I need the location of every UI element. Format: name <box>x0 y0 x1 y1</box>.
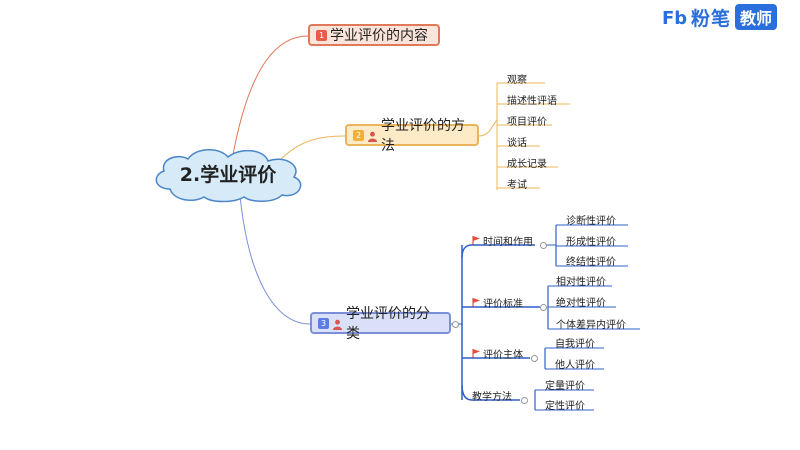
branch-label: 学业评价的分类 <box>346 306 430 342</box>
brand-logo: Fb 粉笔 教师 <box>662 4 778 30</box>
branch-content[interactable]: 1 学业评价的内容 <box>308 24 440 46</box>
connector-root-b1 <box>231 35 309 161</box>
leaf-item[interactable]: 谈话 <box>507 138 527 149</box>
leaf-item[interactable]: 自我评价 <box>555 339 595 350</box>
fb-logo-icon: Fb <box>662 6 688 28</box>
flag-icon <box>472 349 480 358</box>
subgroup-label: 评价标准 <box>483 299 523 310</box>
leaf-item[interactable]: 定量评价 <box>545 381 585 392</box>
branch-methods[interactable]: 2 学业评价的方法 <box>345 118 479 154</box>
collapse-toggle[interactable] <box>521 397 528 404</box>
branch-number-badge: 1 <box>316 29 327 41</box>
leaf-item[interactable]: 形成性评价 <box>566 237 616 248</box>
person-icon <box>332 318 343 330</box>
subgroup-label: 评价主体 <box>483 350 523 361</box>
subgroup-label: 时间和作用 <box>483 237 533 248</box>
subgroup-teaching-method[interactable]: 教学方法 <box>472 388 512 403</box>
leaf-item[interactable]: 诊断性评价 <box>566 216 616 227</box>
person-icon <box>367 130 378 142</box>
branch-classification[interactable]: 3 学业评价的分类 <box>310 306 451 342</box>
branch-label: 学业评价的方法 <box>381 118 465 154</box>
root-node[interactable]: 2.学业评价 <box>179 163 277 186</box>
branch-label: 学业评价的内容 <box>330 28 428 44</box>
leaf-item[interactable]: 考试 <box>507 180 527 191</box>
connector-root-b3 <box>239 195 311 325</box>
collapse-toggle[interactable] <box>540 304 547 311</box>
leaf-item[interactable]: 他人评价 <box>555 360 595 371</box>
branch-number-badge: 3 <box>318 317 329 329</box>
branch-number-badge: 2 <box>353 129 364 141</box>
connector-methods <box>478 119 498 137</box>
leaf-item[interactable]: 观察 <box>507 75 527 86</box>
subgroup-evaluation-subject[interactable]: 评价主体 <box>472 346 523 361</box>
subgroup-evaluation-standard[interactable]: 评价标准 <box>472 295 523 310</box>
root-cloud-shape <box>155 149 302 203</box>
leaf-item[interactable]: 绝对性评价 <box>556 298 606 309</box>
connector-root-b2 <box>279 135 346 161</box>
collapse-toggle[interactable] <box>540 242 547 249</box>
brand-badge: 教师 <box>735 4 778 30</box>
leaf-item[interactable]: 项目评价 <box>507 117 547 128</box>
leaf-item[interactable]: 描述性评语 <box>507 96 557 107</box>
leaf-item[interactable]: 相对性评价 <box>556 277 606 288</box>
flag-icon <box>472 298 480 307</box>
collapse-toggle[interactable] <box>531 355 538 362</box>
leaf-item[interactable]: 个体差异内评价 <box>556 320 626 331</box>
flag-icon <box>472 236 480 245</box>
collapse-toggle[interactable] <box>452 321 459 328</box>
svg-text:Fb: Fb <box>662 8 687 28</box>
brand-name: 粉笔 <box>691 7 732 30</box>
leaf-item[interactable]: 成长记录 <box>507 159 547 170</box>
subgroup-time-function[interactable]: 时间和作用 <box>472 233 533 248</box>
leaf-item[interactable]: 终结性评价 <box>566 257 616 268</box>
subgroup-label: 教学方法 <box>472 392 512 403</box>
leaf-item[interactable]: 定性评价 <box>545 401 585 412</box>
